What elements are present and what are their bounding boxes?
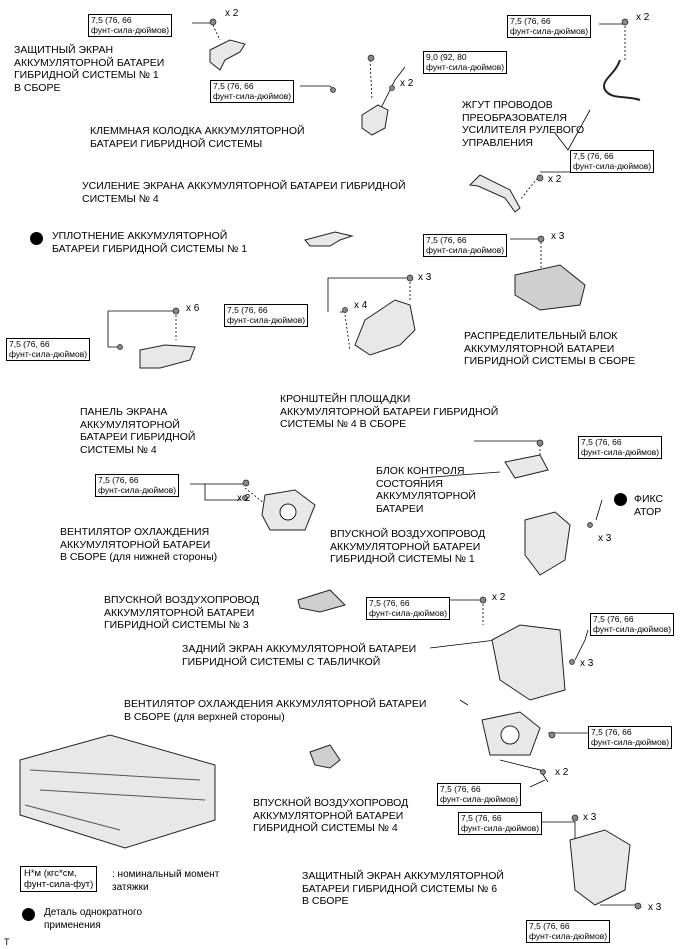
part-label-panel-no4: ПАНЕЛЬ ЭКРАНА АККУМУЛЯТОРНОЙ БАТАРЕИ ГИБ… [80,406,196,456]
non-reusable-marker [30,232,43,245]
reinforcement-part [468,174,544,213]
panel-no4-part [117,307,196,369]
part-label-bracket-no4: КРОНШТЕЙН ПЛОЩАДКИ АККУМУЛЯТОРНОЙ БАТАРЕ… [280,393,499,430]
fan-lower-part [242,479,316,531]
quantity-label: x 3 [648,902,662,913]
part-label-duct-no3: ВПУСКНОЙ ВОЗДУХОПРОВОД АККУМУЛЯТОРНОЙ БА… [104,594,260,631]
duct-no3-part [297,589,346,613]
wire-harness-part [603,18,641,101]
shield-no6-part [569,814,642,910]
quantity-label: x 4 [354,300,368,311]
non-reusable-marker [614,493,627,506]
junction-block-part [514,235,586,311]
quantity-label: x 2 [225,8,239,19]
torque-box: 7,5 (76, 66 фунт-сила-дюймов) [210,80,295,103]
part-label-terminal-block: КЛЕММНАЯ КОЛОДКА АККУМУЛЯТОРНОЙ БАТАРЕИ … [90,125,305,150]
legend-non-reusable-desc: Деталь однократного применения [44,907,143,931]
quantity-label: x 3 [583,812,597,823]
part-label-monitor-unit: БЛОК КОНТРОЛЯ СОСТОЯНИЯ АККУМУЛЯТОРНОЙ Б… [376,465,476,515]
torque-box: 7,5 (76, 66 фунт-сила-дюймов) [95,474,180,497]
seal-no1-part [304,231,354,247]
quantity-label: x 2 [492,592,506,603]
part-label-seal-no1: УПЛОТНЕНИЕ АККУМУЛЯТОРНОЙ БАТАРЕИ ГИБРИД… [52,230,248,255]
rear-shield-part [479,596,575,701]
bracket-no4-part [342,274,416,356]
part-label-reinforcement-no4: УСИЛЕНИЕ ЭКРАНА АККУМУЛЯТОРНОЙ БАТАРЕИ Г… [82,180,406,205]
torque-box: 7,5 (76, 66 фунт-сила-дюймов) [578,436,663,459]
part-label-duct-no4: ВПУСКНОЙ ВОЗДУХОПРОВОД АККУМУЛЯТОРНОЙ БА… [253,797,409,834]
monitor-unit-part [504,439,549,479]
battery-pack-overview [19,734,216,849]
part-label-fan-upper: ВЕНТИЛЯТОР ОХЛАЖДЕНИЯ АККУМУЛЯТОРНОЙ БАТ… [124,698,427,723]
torque-box: 7,5 (76, 66 фунт-сила-дюймов) [224,304,309,327]
torque-box: 7,5 (76, 66 фунт-сила-дюймов) [88,14,173,37]
fan-upper-part [481,711,556,775]
quantity-label: x 3 [418,272,432,283]
corner-mark: T [4,937,10,947]
part-label-junction-block: РАСПРЕДЕЛИТЕЛЬНЫЙ БЛОК АККУМУЛЯТОРНОЙ БА… [464,330,636,367]
torque-box: 7,5 (76, 66 фунт-сила-дюймов) [437,783,522,806]
part-label-fan-lower: ВЕНТИЛЯТОР ОХЛАЖДЕНИЯ АККУМУЛЯТОРНОЙ БАТ… [60,526,218,563]
quantity-label: x 2 [548,174,562,185]
part-label-shield-no6: ЗАЩИТНЫЙ ЭКРАН АККУМУЛЯТОРНОЙ БАТАРЕИ ГИ… [302,870,504,907]
terminal-block-part [330,54,395,136]
legend-non-reusable-marker [22,908,35,921]
quantity-label: x 6 [186,303,200,314]
part-label-duct-no1: ВПУСКНОЙ ВОЗДУХОПРОВОД АККУМУЛЯТОРНОЙ БА… [330,528,486,565]
torque-box: 7,5 (76, 66 фунт-сила-дюймов) [458,812,543,835]
part-label-shield-no1: ЗАЩИТНЫЙ ЭКРАН АККУМУЛЯТОРНОЙ БАТАРЕИ ГИ… [14,44,165,94]
torque-box: 7,5 (76, 66 фунт-сила-дюймов) [6,338,91,361]
torque-box: 7,5 (76, 66 фунт-сила-дюймов) [423,234,508,257]
part-label-wire-harness: ЖГУТ ПРОВОДОВ ПРЕОБРАЗОВАТЕЛЯ УСИЛИТЕЛЯ … [462,99,585,149]
quantity-label: x 2 [237,493,251,504]
quantity-label: x 2 [400,78,414,89]
shield-no1-part [209,18,246,71]
quantity-label: x 3 [580,658,594,669]
torque-box: 9,0 (92, 80 фунт-сила-дюймов) [423,51,508,74]
torque-box: 7,5 (76, 66 фунт-сила-дюймов) [590,613,675,636]
duct-no1-part [524,511,593,576]
torque-box: 7,5 (76, 66 фунт-сила-дюймов) [526,920,611,943]
torque-box: 7,5 (76, 66 фунт-сила-дюймов) [507,15,592,38]
quantity-label: x 3 [598,533,612,544]
part-label-rear-shield: ЗАДНИЙ ЭКРАН АККУМУЛЯТОРНОЙ БАТАРЕИ ГИБР… [182,643,417,668]
legend-torque-key: Н*м (кгс*см, фунт-сила-фут) [20,866,98,892]
duct-no4-part [309,744,341,769]
quantity-label: x 3 [551,231,565,242]
quantity-label: x 2 [636,12,650,23]
part-label-clip: ФИКС АТОР [634,493,664,518]
quantity-label: x 2 [555,767,569,778]
torque-box: 7,5 (76, 66 фунт-сила-дюймов) [366,597,451,620]
torque-box: 7,5 (76, 66 фунт-сила-дюймов) [570,150,655,173]
legend-torque-desc: : номинальный момент затяжки [112,869,220,893]
torque-box: 7,5 (76, 66 фунт-сила-дюймов) [588,726,673,749]
